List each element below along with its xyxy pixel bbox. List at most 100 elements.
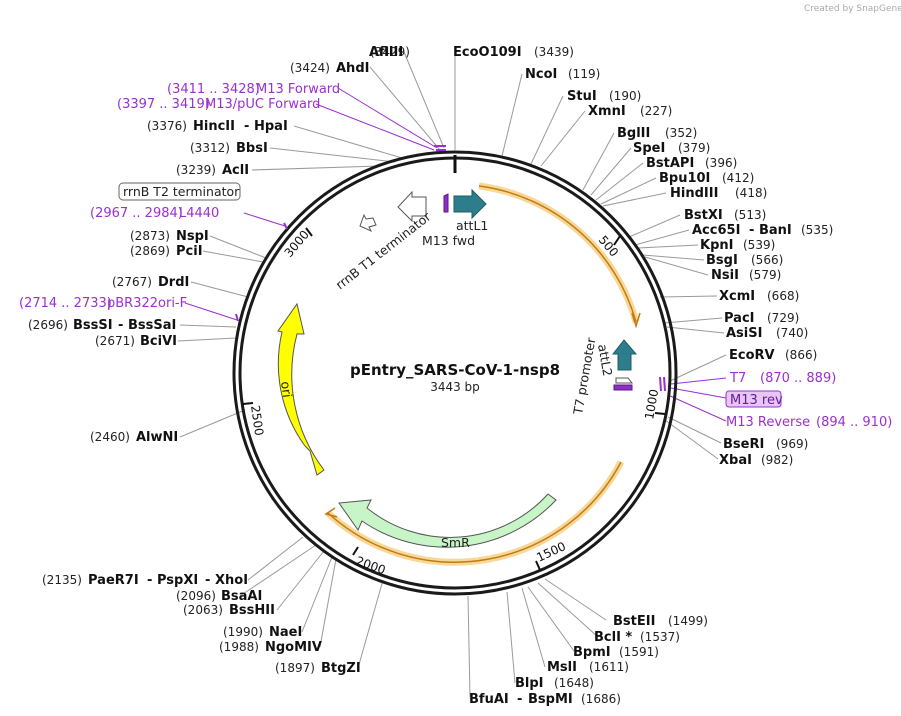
tick-2000: 2000	[354, 554, 387, 578]
pos-acc65i: (535)	[801, 223, 833, 237]
site-pbr: pBR322ori-F	[107, 296, 187, 311]
pos-pcii: (2869)	[130, 244, 170, 258]
site-m13f: M13 Forward	[256, 82, 340, 97]
pos-bseri: (969)	[776, 437, 808, 451]
pos-drdi: (2767)	[112, 275, 152, 289]
pos-xcmi: (668)	[767, 289, 799, 303]
pos-hindiii: (418)	[735, 186, 767, 200]
feature-attl1: attL1	[456, 218, 488, 233]
site-ahdi: AhdI	[336, 61, 369, 76]
pos-hincii: (3376)	[147, 119, 187, 133]
pos-nspi: (2873)	[130, 229, 170, 243]
site-bbsi: BbsI	[236, 141, 268, 156]
pos-bstapi: (396)	[705, 156, 737, 170]
site-bpu10i: Bpu10I	[659, 171, 710, 186]
site-xmni: XmnI	[588, 104, 626, 119]
feature-m13-rev: M13 rev	[730, 393, 783, 408]
pos-paer7i: (2135)	[42, 573, 82, 587]
pos-bsteii: (1499)	[668, 614, 708, 628]
site-bsgi: BsgI	[706, 253, 738, 268]
site-hincii: HincII	[193, 119, 235, 134]
orf-arcs	[324, 182, 641, 566]
pos-eco0109i: (3439)	[534, 45, 574, 59]
pos-ecorv: (866)	[785, 348, 817, 362]
snapgene-credit: Created by SnapGene	[804, 4, 901, 14]
site-ecorv: EcoRV	[729, 348, 775, 363]
feature-rrnb-t1: rrnB T1 terminator	[333, 208, 435, 292]
pos-stui: (190)	[609, 89, 641, 103]
site-xbai: XbaI	[719, 453, 752, 468]
site-xcmi: XcmI	[719, 289, 755, 304]
primer-marks	[235, 145, 666, 392]
pos-bsssi: (2696)	[28, 318, 68, 332]
rrnb-t1-arrow	[397, 190, 427, 223]
pos-nsii: (579)	[749, 268, 781, 282]
site-bstxi: BstXI	[684, 208, 723, 223]
site-pspxi: PspXI	[157, 573, 198, 588]
pos-bpu10i: (412)	[722, 171, 754, 185]
site-stui: StuI	[567, 89, 597, 104]
pos-ahdi: (3424)	[290, 61, 330, 75]
backbone-outer-ring	[232, 150, 678, 596]
site-ncoi: NcoI	[525, 67, 557, 82]
pos-ncoi: (119)	[568, 67, 600, 81]
svg-text:-: -	[147, 573, 152, 588]
svg-text:-: -	[517, 692, 522, 707]
pos-xmni: (227)	[640, 104, 672, 118]
pos-m13puc: (3397 .. 3419)	[117, 97, 210, 112]
site-msli: MslI	[547, 660, 577, 675]
site-bstapi: BstAPI	[646, 156, 694, 171]
site-afliii: AflIII	[369, 45, 403, 60]
rrnb-t2-arrow	[359, 213, 377, 233]
plasmid-size: 3443 bp	[430, 380, 480, 394]
site-bfuai: BfuAI	[469, 692, 509, 707]
site-bpmi: BpmI	[573, 645, 611, 660]
pos-spei: (379)	[678, 141, 710, 155]
site-bcivi: BciVI	[140, 334, 177, 349]
pos-bbsi: (3312)	[190, 141, 230, 155]
site-alwni: AlwNI	[136, 430, 178, 445]
pos-bstxi: (513)	[734, 208, 766, 222]
svg-text:-: -	[118, 318, 123, 333]
site-bspmi: BspMI	[528, 692, 573, 707]
m13-rev-box	[725, 390, 782, 408]
site-blpi: BlpI	[515, 676, 544, 691]
site-bsssai: BssSaI	[128, 318, 176, 333]
site-asisi: AsiSI	[726, 326, 762, 341]
pos-bsgi: (566)	[751, 253, 783, 267]
site-paer7i: PaeR7I	[88, 573, 139, 588]
pos-l4440: (2967 .. 2984)	[90, 206, 183, 221]
pos-msli: (1611)	[589, 660, 629, 674]
pos-bglii: (352)	[665, 126, 697, 140]
pos-btgzi: (1897)	[275, 661, 315, 675]
pos-t7: (870 .. 889)	[760, 371, 836, 386]
feature-t7-promoter: T7 promoter	[570, 336, 599, 417]
pos-blpi: (1648)	[554, 676, 594, 690]
site-acli: AclI	[222, 163, 249, 178]
pos-bsshii: (2063)	[183, 603, 223, 617]
site-xhoi: XhoI	[215, 573, 248, 588]
site-eco0109i: EcoO109I	[453, 45, 522, 60]
pos-pbr: (2714 .. 2733)	[19, 296, 112, 311]
site-paci: PacI	[724, 311, 755, 326]
site-bsssi: BssSI	[73, 318, 113, 333]
site-labels-left: (3429) AflIII (3424) AhdI (3411 .. 3428)…	[19, 45, 410, 676]
site-btgzi: BtgZI	[321, 661, 361, 676]
pos-m13f: (3411 .. 3428)	[167, 82, 260, 97]
svg-text:-: -	[205, 573, 210, 588]
pos-xbai: (982)	[761, 453, 793, 467]
site-acc65i: Acc65I	[692, 223, 740, 238]
site-kpni: KpnI	[700, 238, 733, 253]
ori-arrow	[277, 302, 325, 476]
pos-ngomiv: (1988)	[219, 640, 259, 654]
smr-arrow	[338, 493, 557, 548]
site-drdi: DrdI	[158, 275, 189, 290]
site-bglii: BglII	[617, 126, 650, 141]
pos-alwni: (2460)	[90, 430, 130, 444]
pos-paci: (729)	[767, 311, 799, 325]
m13-fwd-arrow	[443, 193, 449, 213]
pos-bcivi: (2671)	[95, 334, 135, 348]
pos-acli: (3239)	[176, 163, 216, 177]
attl1-arrow	[453, 188, 487, 220]
